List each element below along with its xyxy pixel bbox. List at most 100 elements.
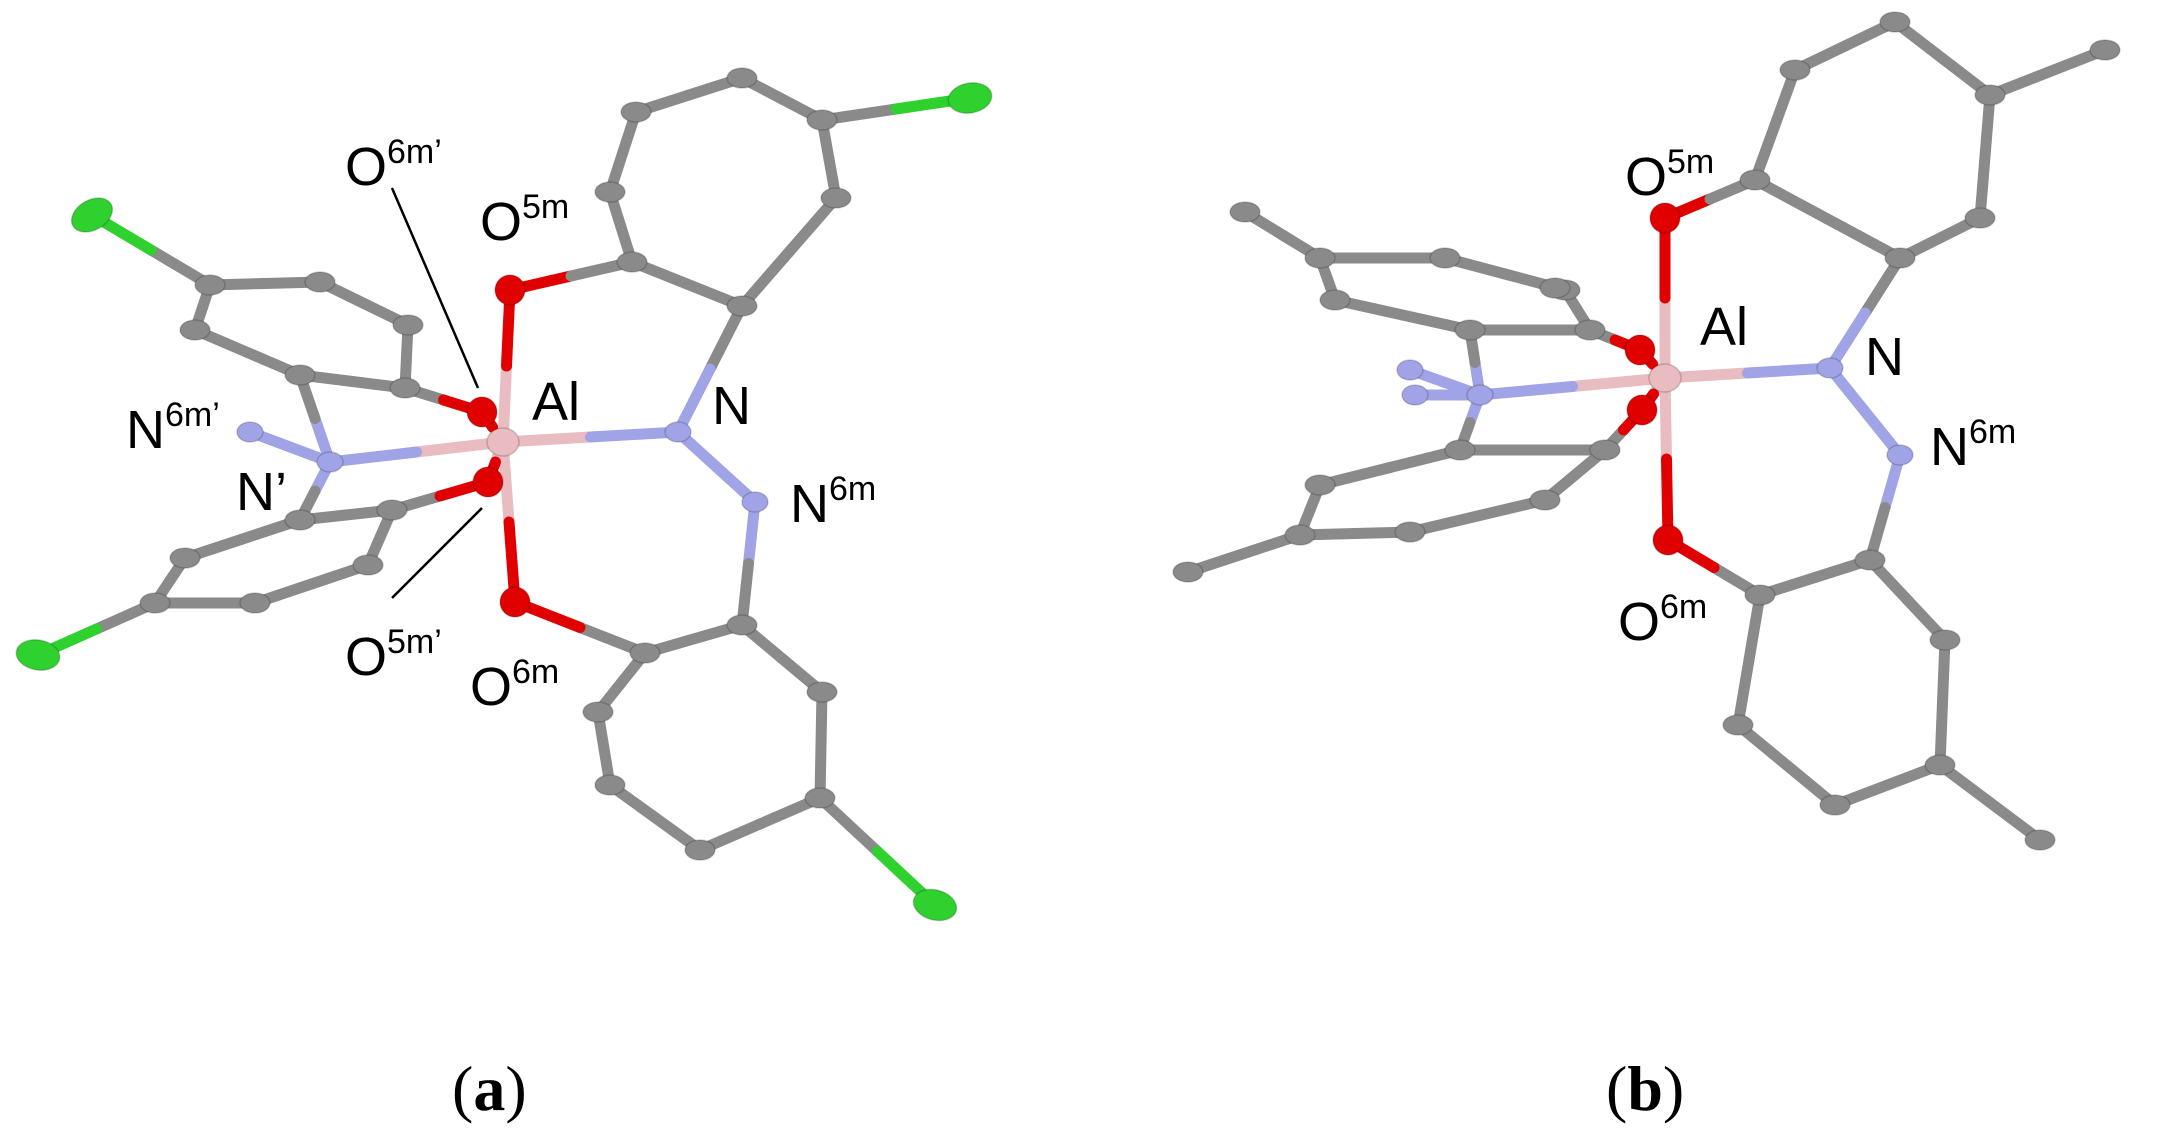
panel-a-bond: [814, 792, 883, 857]
panel-b-atom-c: [1454, 319, 1486, 341]
panel-b-atom-c: [1819, 794, 1851, 816]
panel-b-atom-c: [1964, 207, 1996, 229]
panel-a-atom-n: [316, 451, 344, 473]
panel-b-bond: [1742, 362, 1836, 379]
panel-b-atom-c: [1172, 561, 1204, 583]
panel-a-bond: [585, 426, 684, 443]
panel-a-atom-c: [806, 109, 838, 131]
panel-a-atom-o: [472, 466, 504, 498]
panel-a-atom-cl: [947, 81, 993, 115]
panel-a-atom-c: [726, 614, 758, 636]
panel-a-atom-c: [194, 274, 226, 296]
panel-b-bond: [1749, 174, 1833, 225]
panel-b-bond: [1974, 151, 1991, 224]
panel-a-atom-c: [629, 642, 661, 664]
panel-a-atom-c: [616, 251, 648, 273]
panel-b-bond: [1474, 381, 1578, 401]
panel-b-atom-c: [1529, 489, 1561, 511]
panel-b-atom-c: [1319, 289, 1351, 311]
panel-b-atom-n: [1886, 444, 1914, 466]
panel-a-atom-cl: [912, 888, 958, 922]
panel-a-atom-c: [820, 187, 852, 209]
panel-b-atom-n: [1396, 359, 1424, 381]
label-n-b: N: [1865, 327, 1904, 387]
panel-a-atom-o: [494, 274, 526, 306]
panel-a-atom-al: [486, 427, 520, 457]
panel-a-atom-c: [684, 839, 716, 861]
panel-b-atom-al: [1648, 363, 1682, 393]
label-al-b: Al: [1700, 297, 1748, 357]
panel-a-atom-c: [169, 547, 201, 569]
label-n-prime: N’: [236, 462, 287, 522]
panel-b-atom-c: [1229, 201, 1261, 223]
label-o5m: O5m: [480, 188, 569, 252]
panel-b-atom-o: [1624, 334, 1656, 366]
panel-b-atom-c: [1722, 714, 1754, 736]
panel-a-atom-o: [499, 586, 531, 618]
panel-a-atom-c: [284, 509, 316, 531]
panel-a-atom-c: [392, 314, 424, 336]
panel-a-atom-c: [594, 774, 626, 796]
panel-b-bond: [1743, 589, 1766, 666]
panel-a-bond: [704, 300, 748, 375]
panel-a-atom-c: [726, 295, 758, 317]
panel-a-atom-c: [352, 554, 384, 576]
panel-a-atoms: [15, 67, 993, 922]
panel-a: O6m’ O5m Al N N6m’ N’ N6m O5m’ O6m (a): [15, 67, 993, 1124]
panel-a-bond: [736, 558, 754, 631]
panel-b-atom-c: [1929, 629, 1961, 651]
label-o6m-prime: O6m’: [345, 133, 442, 197]
panel-a-atom-c: [582, 701, 614, 723]
panel-b-atom-c: [1924, 754, 1956, 776]
panel-b-atom-c: [1739, 169, 1771, 191]
panel-b-atom-c: [1304, 247, 1336, 269]
panel-a-atom-c: [806, 681, 838, 703]
panel-b-atom-n: [1466, 384, 1494, 406]
panel-b-atom-c: [1974, 84, 2006, 106]
panel-b-atom-c: [1304, 474, 1336, 496]
panel-a-atom-c: [179, 319, 211, 341]
panel-a-atom-cl: [15, 638, 61, 672]
panel-a-atom-cl: [70, 197, 114, 233]
panel-a-atom-n: [236, 421, 264, 443]
panel-a-atom-c: [389, 377, 421, 399]
panel-b-atom-c: [1879, 11, 1911, 33]
panel-b-atom-c: [1589, 439, 1621, 461]
panel-a-atom-o: [466, 396, 498, 428]
panel-b-atom-n: [1401, 384, 1429, 406]
label-n6m-prime: N6m’: [126, 396, 220, 460]
label-o5m-b: O5m: [1625, 143, 1714, 207]
panel-a-atom-c: [620, 101, 652, 123]
panel-b-atom-c: [1779, 59, 1811, 81]
label-o6m-b: O6m: [1618, 588, 1707, 652]
panel-b-atom-o: [1649, 202, 1681, 234]
panel-a-bond: [672, 363, 716, 438]
leader-line-o5m-prime: [391, 507, 483, 599]
panel-b-atom-c: [1854, 549, 1886, 571]
caption-a: (a): [452, 1053, 527, 1124]
panel-b-atom-c: [1539, 277, 1571, 299]
panel-b-atoms: [1172, 11, 2121, 851]
panel-b-bond: [1934, 697, 1948, 771]
panel-b-bond: [1979, 89, 1996, 162]
panel-b-atom-o: [1626, 394, 1658, 426]
label-n6m: N6m: [790, 470, 876, 534]
panel-a-atom-c: [594, 181, 626, 203]
panel-b-atom-c: [1394, 521, 1426, 543]
panel-b-bond: [1937, 634, 1951, 708]
panel-a-atom-c: [376, 499, 408, 521]
label-n6m-b: N6m: [1930, 413, 2016, 477]
panel-a-atom-c: [804, 787, 836, 809]
panel-a-atom-c: [304, 271, 336, 293]
label-n: N: [712, 376, 751, 436]
leader-line-o6m-prime: [390, 187, 480, 389]
panel-b-atom-n: [1816, 357, 1844, 379]
panel-b: O5m Al N N6m O6m (b): [1172, 11, 2121, 1124]
panel-b-bond: [1822, 213, 1906, 264]
panel-b-atom-o: [1652, 524, 1684, 556]
panel-b-atom-c: [1744, 584, 1776, 606]
label-o6m: O6m: [470, 653, 559, 717]
panel-b-atom-c: [2024, 829, 2056, 851]
panel-a-bond: [736, 246, 795, 312]
